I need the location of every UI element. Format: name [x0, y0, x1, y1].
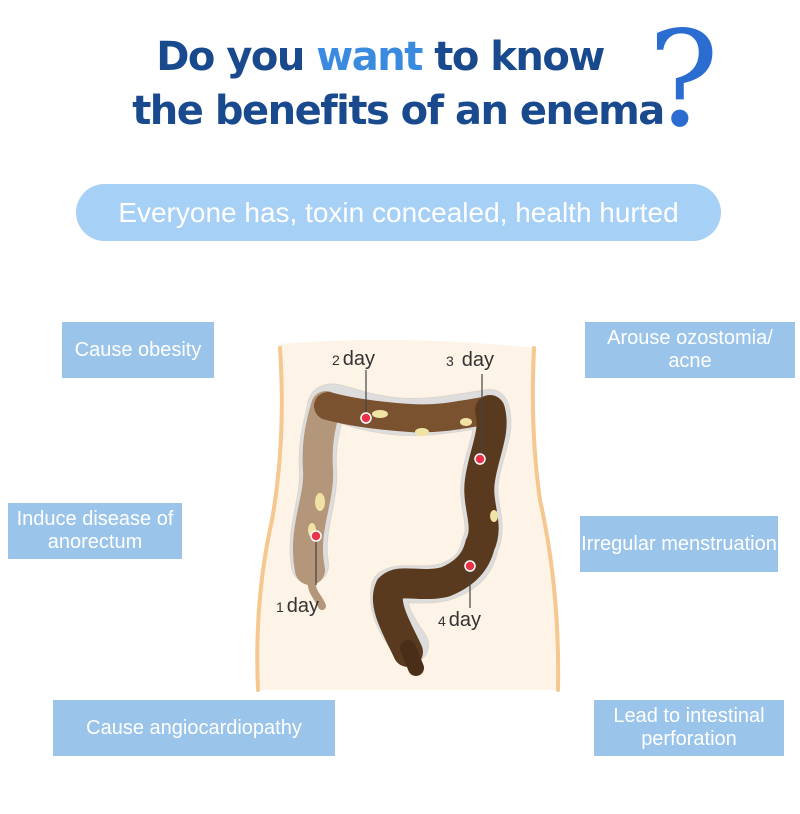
day3-label: 3 day: [446, 349, 494, 371]
banner: Everyone has, toxin concealed, health hu…: [76, 184, 721, 241]
ozostomia-acne-box: Arouse ozostomia/ acne: [585, 322, 795, 378]
day1-number: 1: [276, 599, 284, 615]
transverse-colon: [314, 392, 504, 433]
stool-spot: [490, 510, 498, 522]
irregular-menstruation-box: Irregular menstruation: [580, 516, 778, 572]
day3-number: 3: [446, 353, 454, 369]
stool-spot: [460, 418, 472, 426]
headline-accent-word: want: [316, 34, 423, 80]
cause-obesity-box: Cause obesity: [62, 322, 214, 378]
sigmoid-colon: [372, 567, 460, 667]
day4-number: 4: [438, 613, 446, 629]
day2-unit: day: [343, 348, 375, 370]
day-markers: [310, 412, 486, 572]
day2-number: 2: [332, 352, 340, 368]
intestinal-perforation-box: Lead to intestinal perforation: [594, 700, 784, 756]
headline-line-1: Do you want to know: [0, 34, 780, 80]
day1-unit: day: [287, 595, 319, 617]
headline-line-2: the benefits of an enema: [132, 88, 665, 134]
angiocardiopathy-box: Cause angiocardiopathy: [53, 700, 335, 756]
day3-marker: [474, 453, 486, 465]
day3-unit: day: [462, 349, 494, 371]
anorectum-disease-box: Induce disease of anorectum: [8, 503, 182, 559]
day2-marker: [360, 412, 372, 424]
rectum: [400, 640, 424, 676]
stool-spot: [372, 410, 388, 418]
headline-text-1a: Do you: [156, 34, 317, 80]
day1-marker: [310, 530, 322, 542]
ascending-colon: [292, 391, 341, 585]
question-mark-icon: ?: [648, 3, 719, 157]
stool-spot: [315, 493, 325, 511]
headline-text-1b: to know: [421, 34, 605, 80]
stool-spot: [415, 428, 429, 436]
torso-right-line: [530, 346, 561, 692]
day4-unit: day: [449, 609, 481, 631]
torso-left-line: [255, 346, 284, 692]
day4-marker: [464, 560, 476, 572]
appendix: [307, 574, 326, 610]
